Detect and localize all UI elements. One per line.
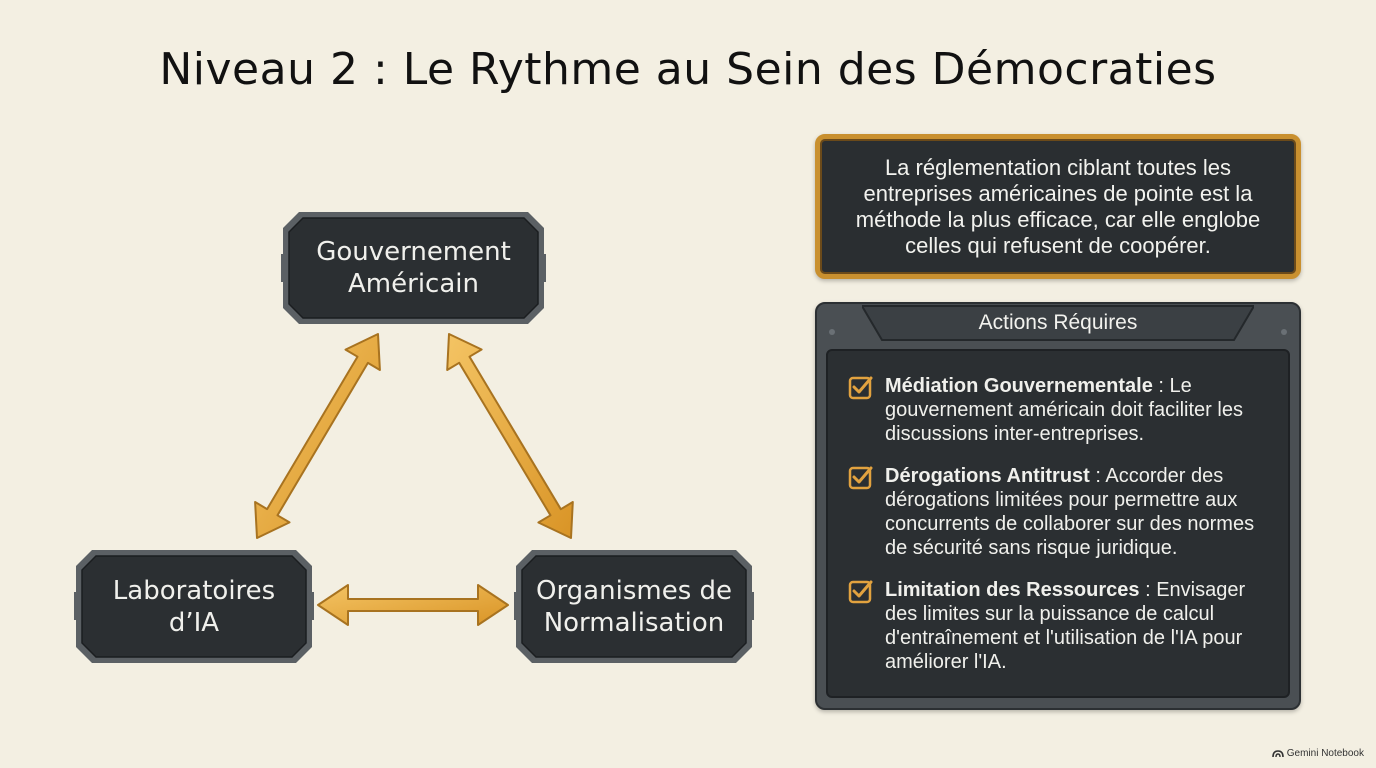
node-ai-labs: Laboratoires d’IA <box>74 548 314 665</box>
action-heading: Médiation Gouvernementale <box>885 375 1153 397</box>
page-title: Niveau 2 : Le Rythme au Sein des Démocra… <box>159 44 1217 95</box>
statement-text: La réglementation ciblant toutes les ent… <box>855 154 1261 258</box>
checkbox-checked-icon <box>848 580 873 604</box>
watermark-text: Gemini Notebook <box>1286 748 1364 759</box>
action-description: : Le gouvernement américain doit facilit… <box>885 375 1243 445</box>
rivet <box>829 329 835 335</box>
node-label: Laboratoires d’IA <box>112 575 276 638</box>
node-standards-bodies: Organismes de Normalisation <box>514 548 754 665</box>
actions-list <box>826 349 1290 698</box>
checkbox-checked-icon <box>848 466 873 490</box>
arrow-labs-standards <box>317 584 509 626</box>
actions-panel-title: Actions Réquires <box>978 311 1138 334</box>
node-label: Gouvernement Américain <box>316 237 511 299</box>
arrow-government-standards <box>446 333 574 539</box>
node-label: Organismes de Normalisation <box>535 575 732 638</box>
action-heading: Dérogations Antitrust <box>885 465 1090 487</box>
rivet <box>1281 329 1287 335</box>
node-us-government: Gouvernement Américain <box>281 210 546 326</box>
action-description: : Envisager des limites sur la puissance… <box>885 579 1246 673</box>
statement-card: La réglementation ciblant toutes les ent… <box>815 134 1301 279</box>
action-heading: Limitation des Ressources <box>885 579 1140 601</box>
notebook-logo-icon <box>1271 749 1284 757</box>
action-description: : Accorder des dérogations limitées pour… <box>885 465 1255 559</box>
arrow-government-labs <box>254 333 381 539</box>
checkbox-checked-icon <box>848 376 873 400</box>
actions-panel-header: Actions Réquires <box>862 304 1254 342</box>
watermark: Gemini Notebook <box>1271 748 1364 759</box>
